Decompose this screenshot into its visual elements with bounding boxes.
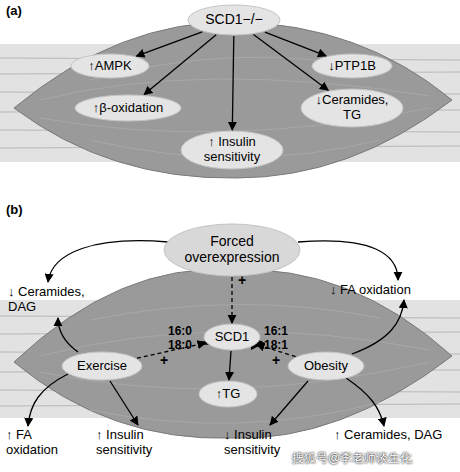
arrow-connector [136,32,202,56]
leader-arrow [346,378,384,426]
ellipse-shape [181,131,283,169]
outcome-text: ↓ Ceramides, DAG [8,285,88,315]
node-text: Forced overexpression [172,234,292,265]
leader-arrow [48,241,168,282]
leader-arrow [58,318,78,352]
dashed-arrow [256,345,295,357]
arrow-connector [265,32,326,56]
node-text: ↑TG [216,387,241,402]
node-text: SCD1−/− [205,12,263,28]
watermark: 搜狐号@李老师谈生化 [292,452,458,466]
node-text: Exercise [77,359,127,374]
outcome-text: ↑ Insulin sensitivity [96,428,200,458]
leader-arrow [352,300,404,354]
node-text: ↓Ceramides, TG [309,93,395,122]
node-text: ↑AMPK [88,59,131,74]
plus-sign: + [272,352,286,368]
ellipse-shape [301,89,403,127]
leader-arrow [28,374,68,426]
muscle-spindle [14,22,452,178]
ellipse-shape [164,224,300,276]
outcome-text: ↑ FA oxidation [6,428,80,458]
plus-sign: + [160,352,174,368]
node-text: SCD1 [215,330,250,345]
ellipse-shape [75,95,181,121]
plus-sign: + [238,272,252,288]
ellipse-node: SCD1−/− [187,4,281,36]
arrow-connector [232,36,234,130]
ellipse-node: Exercise [61,351,143,381]
leader-arrow [110,381,138,425]
leader-arrow [298,241,398,280]
ellipse-shape [288,352,364,380]
fatty-acid-label: 16:1 18:1 [264,324,298,352]
node-text: ↑β-oxidation [93,101,163,116]
ellipse-node: Obesity [287,351,365,381]
ellipse-node: ↑AMPK [70,53,150,79]
arrow-connector [144,35,216,95]
ellipse-node: Forced overexpression [163,223,301,277]
ellipse-node: ↓PTP1B [311,53,393,79]
node-text: ↓PTP1B [328,59,376,74]
ellipse-node: ↓Ceramides, TG [300,88,404,128]
ellipse-node: ↑β-oxidation [74,94,182,122]
ellipse-node: SCD1 [203,323,261,351]
panel-label: (b) [6,203,36,218]
ellipse-node: ↑ Insulin sensitivity [180,130,284,170]
dashed-arrow [137,343,206,358]
panel-label: (a) [6,4,36,19]
node-text: Obesity [304,359,348,374]
ellipse-node: ↑TG [198,380,258,408]
arrow-connector [254,35,329,91]
spindle-streaks [40,304,430,423]
ellipse-shape [188,5,280,35]
ellipse-shape [71,54,149,78]
ellipse-shape [199,381,257,407]
streak [90,304,380,320]
leader-arrow [270,381,308,425]
node-text: ↑ Insulin sensitivity [189,135,275,164]
ellipse-shape [62,352,142,380]
outcome-text: ↓ FA oxidation [330,283,455,298]
fatty-acid-label: 16:0 18:0 [168,324,202,352]
outcome-text: ↑ Ceramides, DAG [334,428,454,443]
arrow-connector [229,351,231,380]
ellipse-shape [204,324,260,350]
ellipse-shape [312,54,392,78]
dashed-arrow [231,277,232,323]
